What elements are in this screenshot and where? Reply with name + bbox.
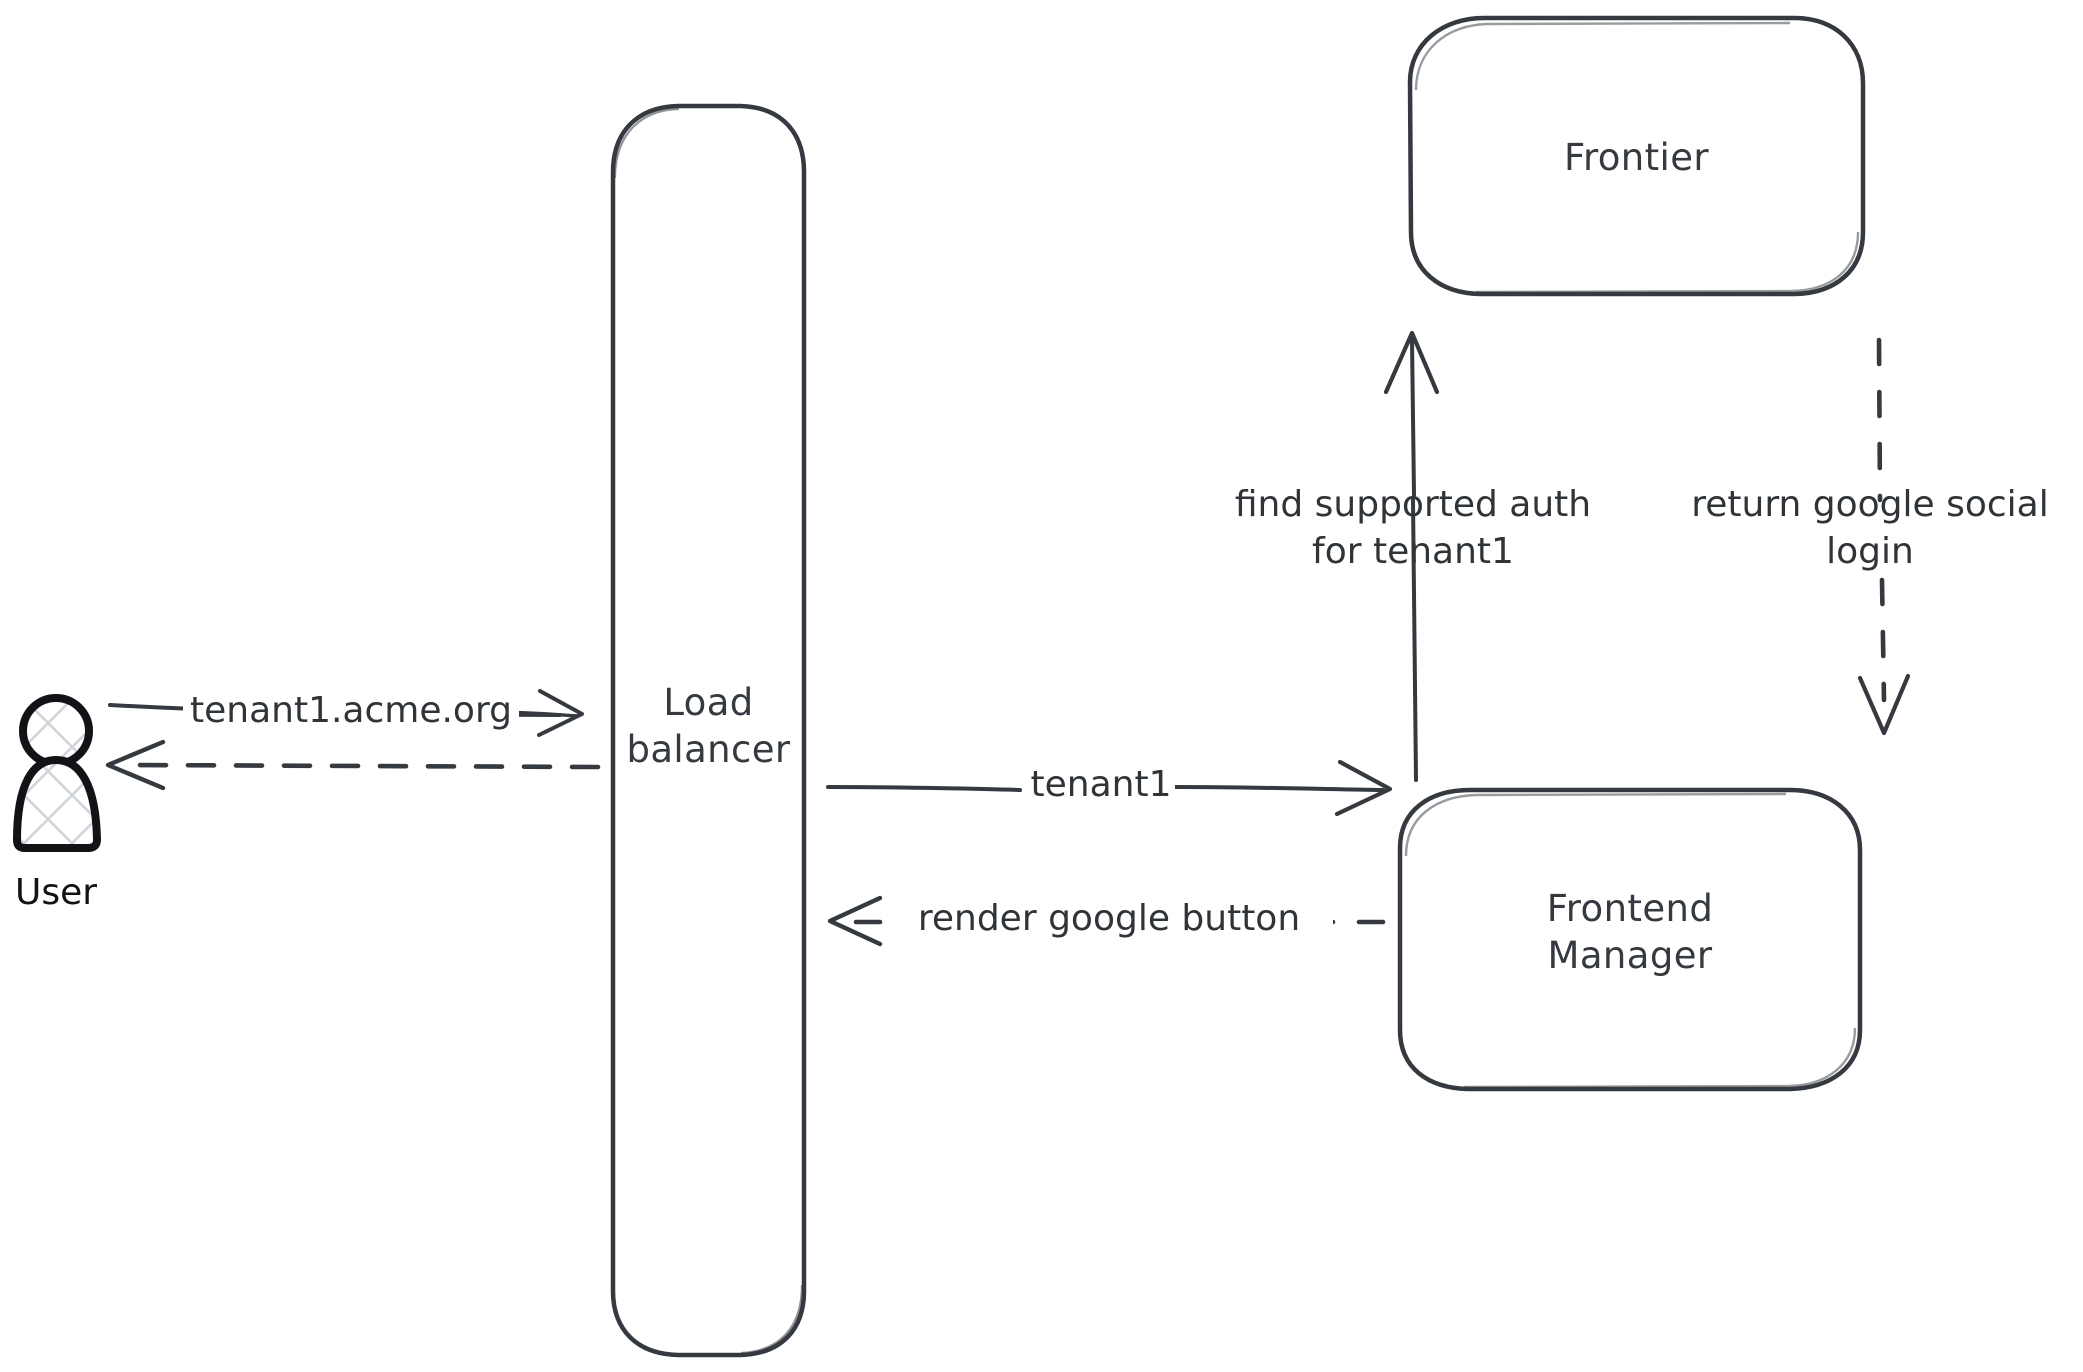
edge-load-balancer-to-frontend-manager [826,759,1393,817]
frontend-manager-shape[interactable] [1397,787,1863,1092]
user-body-shape [13,756,101,852]
edge-frontend-manager-to-load-balancer [827,895,1386,947]
user-label: User [14,872,98,913]
user-head-shape [19,694,93,768]
edge-label-render-google-button: render google button [885,896,1333,943]
user-actor-icon [13,694,101,852]
edge-frontier-to-frontend-manager [1857,337,1911,736]
edge-label-tenant-domain: tenant1.acme.org [183,688,519,735]
load-balancer-shape[interactable] [610,103,807,1358]
edge-label-find-supported-auth: find supported auth for tenant1 [1234,484,1592,572]
frontend-manager-label: Frontend Manager [1546,887,1714,978]
frontier-label: Frontier [1563,136,1710,179]
edge-load-balancer-to-user [105,739,601,791]
edge-label-return-google-social-login: return google social login [1691,484,2049,572]
edge-label-tenant1: tenant1 [1027,762,1175,809]
edge-frontend-manager-to-frontier [1383,330,1440,782]
frontier-shape[interactable] [1407,15,1866,297]
load-balancer-label: Load balancer [626,681,791,772]
